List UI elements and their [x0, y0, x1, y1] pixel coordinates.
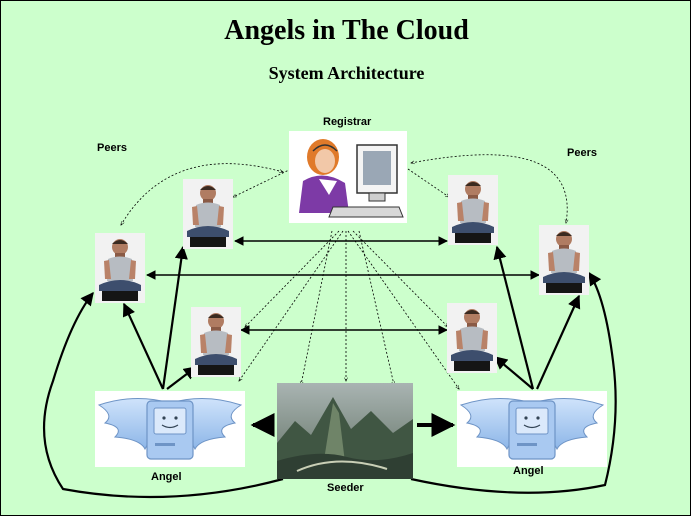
winged-mac-angel-icon — [456, 390, 608, 468]
link-angel-right-peer-upper — [493, 245, 535, 390]
link-seeder-peer-far-right — [410, 271, 617, 494]
peer-links — [146, 236, 540, 335]
peer-far-right — [539, 225, 589, 295]
link-angel-right-peer-far — [535, 294, 581, 390]
registrar-links — [121, 154, 567, 389]
peer-lower-right — [447, 303, 497, 373]
peers-label-right: Peers — [567, 147, 597, 159]
link-registrar-peer-upper-right — [407, 168, 449, 197]
link-angel-left-peer-far — [122, 302, 164, 390]
peer-upper-right — [448, 175, 498, 245]
peers-link-left — [121, 163, 283, 225]
link-registrar-peer-lower-right — [352, 230, 448, 327]
angel-label-right: Angel — [513, 465, 544, 477]
link-seeder-peer-far-left — [43, 291, 284, 499]
link-registrar-angel-left — [239, 230, 344, 381]
slide-title: Angels in The Cloud — [224, 15, 469, 46]
registrar-label: Registrar — [323, 116, 372, 128]
receptionist-computer-icon — [289, 131, 407, 223]
link-angel-right-peer-lower — [493, 356, 534, 390]
peers-label-left: Peers — [97, 142, 127, 154]
angel-links — [43, 245, 617, 499]
link-registrar-peer-lower-left — [245, 230, 340, 327]
winged-mac-angel-icon — [94, 390, 246, 468]
angel-label-left: Angel — [151, 471, 182, 483]
peers-link-right — [411, 154, 567, 223]
peer-upper-left — [183, 179, 233, 249]
link-registrar-peer-upper-left — [233, 168, 292, 197]
mountain-landscape-seeder-icon — [277, 383, 413, 479]
seeder-label: Seeder — [327, 482, 364, 494]
peer-lower-left — [191, 307, 241, 377]
link-registrar-angel-right — [347, 230, 459, 389]
slide-subtitle: System Architecture — [268, 63, 425, 83]
link-angel-left-peer-upper — [161, 245, 188, 390]
peer-far-left — [95, 233, 145, 303]
